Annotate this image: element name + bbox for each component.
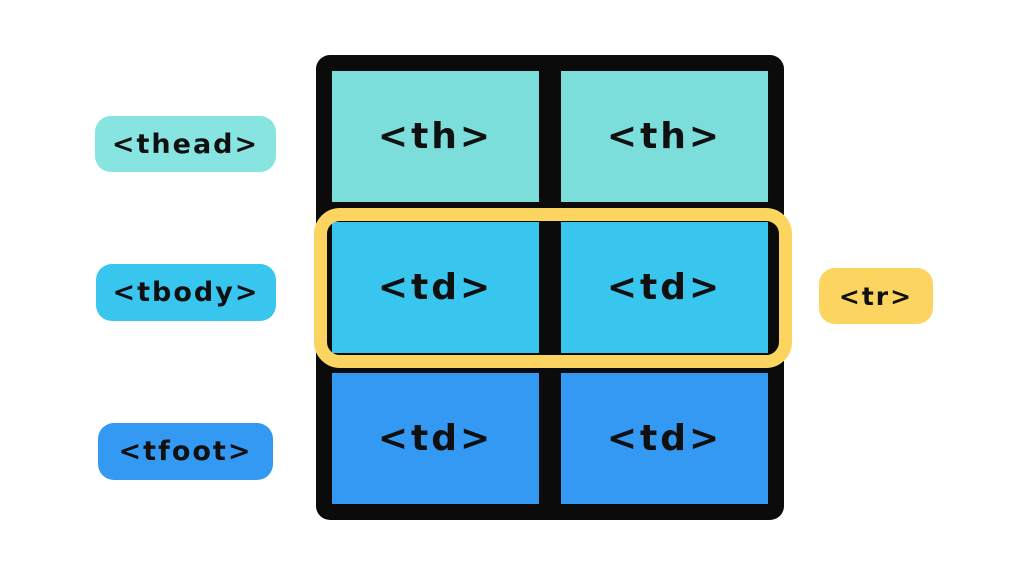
tfoot-label-pill: <tfoot> <box>98 423 273 480</box>
table-cell-td-foot-1: <td> <box>332 373 539 504</box>
tr-label-pill: <tr> <box>819 268 933 324</box>
table-cell-th-1: <th> <box>332 71 539 202</box>
table-cell-td-body-2: <td> <box>561 222 768 353</box>
table-grid: <th> <th> <td> <td> <td> <td> <box>316 55 784 520</box>
table-cell-td-body-1: <td> <box>332 222 539 353</box>
table-cell-th-2: <th> <box>561 71 768 202</box>
thead-label-pill: <thead> <box>95 116 276 172</box>
tbody-label-pill: <tbody> <box>96 264 276 321</box>
table-cell-td-foot-2: <td> <box>561 373 768 504</box>
